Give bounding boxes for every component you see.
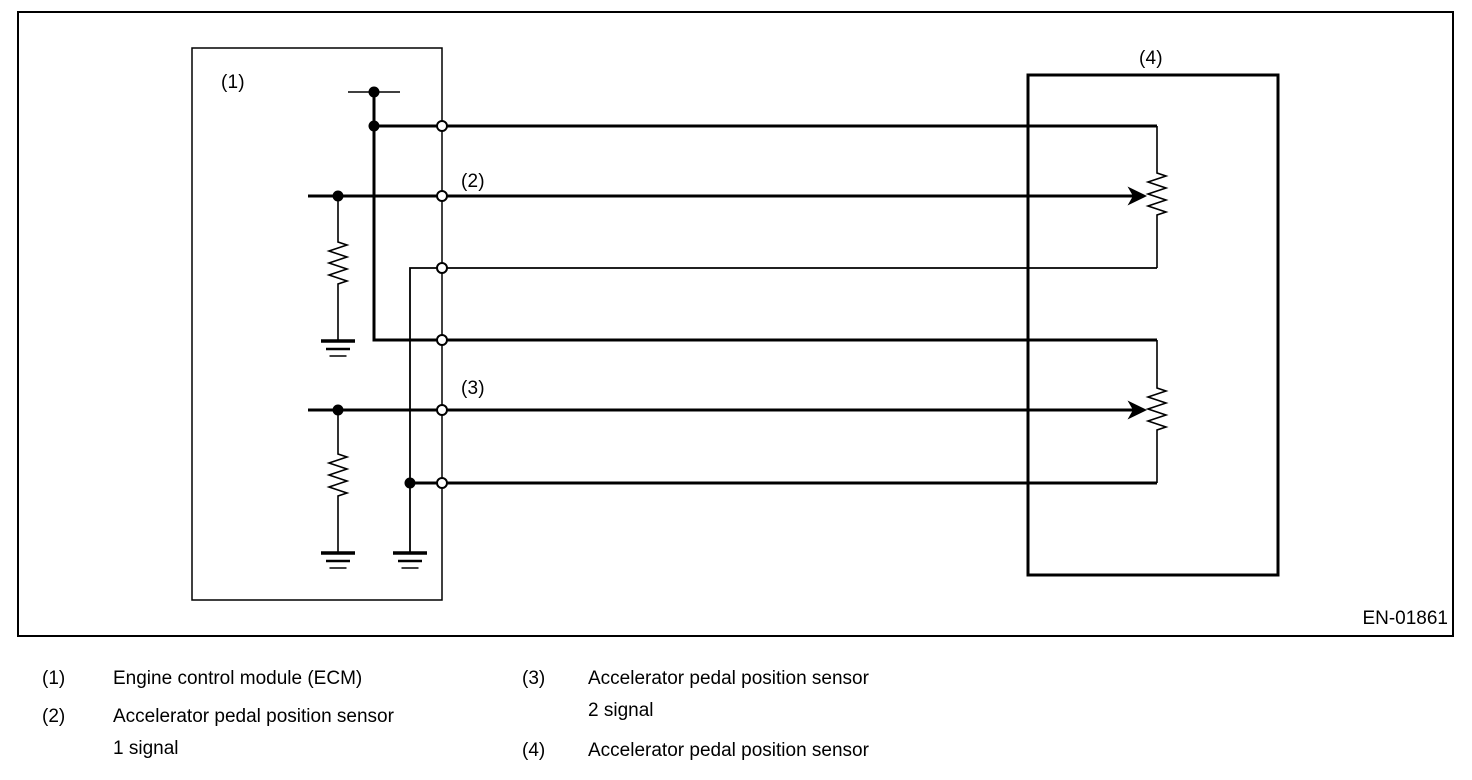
junction-dot — [368, 86, 380, 98]
ground-icon-return-rail — [393, 551, 427, 569]
junction-dot — [332, 190, 344, 202]
wire-pot1-return-ground-rail — [409, 267, 1157, 552]
legend-item-3: (3) Accelerator pedal position sensor 2 … — [522, 663, 869, 727]
legend-item-2-number: (2) — [42, 706, 66, 727]
legend-item-2-text-line2: 1 signal — [113, 738, 179, 759]
legend-item-4: (4) Accelerator pedal position sensor — [522, 735, 869, 767]
legend-item-2-text: Accelerator pedal position sensor — [113, 706, 394, 727]
ecm-resistor2 — [326, 410, 350, 553]
legend-item-3-text: Accelerator pedal position sensor — [588, 668, 869, 689]
junction-dot — [332, 404, 344, 416]
pot2-wiper-arrow-icon — [1127, 400, 1147, 420]
ecm-box — [191, 47, 443, 601]
legend-item-3-text-line2: 2 signal — [588, 700, 654, 721]
diagram-frame — [17, 11, 1454, 637]
callout-signal2: (3) — [461, 378, 485, 399]
junction-dot — [368, 120, 380, 132]
callout-signal1: (2) — [461, 171, 485, 192]
terminal-circle — [436, 477, 448, 489]
figure-code: EN-01861 — [1362, 608, 1448, 629]
wire-supply-rail-pot2-top — [372, 92, 1157, 342]
legend-item-4-text: Accelerator pedal position sensor — [588, 740, 869, 761]
legend-item-3-number: (3) — [522, 668, 546, 689]
junction-dot — [404, 477, 416, 489]
terminal-circle — [436, 120, 448, 132]
terminal-circle — [436, 262, 448, 274]
legend-item-2: (2) Accelerator pedal position sensor 1 … — [42, 701, 394, 765]
ground-icon-resistor1 — [321, 339, 355, 357]
legend-item-4-number: (4) — [522, 740, 546, 761]
pot1-wiper-arrow-icon — [1127, 186, 1147, 206]
terminal-circle — [436, 190, 448, 202]
legend-item-1-text: Engine control module (ECM) — [113, 668, 363, 689]
callout-ecm: (1) — [221, 72, 245, 93]
terminal-circle — [436, 404, 448, 416]
potentiometer1-element — [1145, 126, 1169, 268]
terminal-circle — [436, 334, 448, 346]
ground-icon-resistor2 — [321, 551, 355, 569]
potentiometer2-element — [1145, 340, 1169, 483]
ecm-resistor1 — [326, 196, 350, 341]
sensor-box — [1026, 73, 1280, 577]
legend-item-1-number: (1) — [42, 668, 66, 689]
callout-sensor: (4) — [1139, 48, 1163, 69]
legend-item-1: (1) Engine control module (ECM) — [42, 663, 362, 695]
